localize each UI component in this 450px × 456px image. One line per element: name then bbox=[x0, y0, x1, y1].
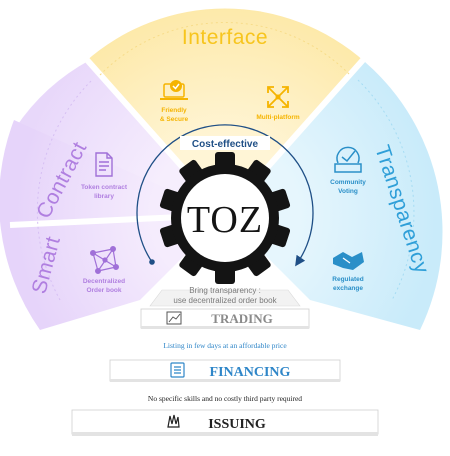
document-icon bbox=[95, 152, 113, 177]
toz-logo: TOZ bbox=[159, 152, 291, 284]
step-financing: Listing in few days at an affordable pri… bbox=[109, 329, 341, 382]
order-book-line2: Order book bbox=[86, 287, 121, 294]
outer-bands bbox=[36, 21, 415, 301]
ballot-box-icon bbox=[334, 146, 362, 173]
issuing-label: ISSUING bbox=[208, 417, 266, 432]
feature-community-voting: Community Voting bbox=[330, 146, 366, 195]
exchange-line2: exchange bbox=[333, 285, 363, 292]
multi-platform-label: Multi-platform bbox=[256, 114, 300, 121]
laptop-check-icon bbox=[160, 80, 188, 100]
order-book-line1: Decentralized bbox=[83, 278, 125, 285]
network-icon bbox=[89, 246, 119, 275]
hand-icon bbox=[167, 414, 180, 428]
sector-smart-contract bbox=[0, 60, 225, 330]
friendly-label: Friendly bbox=[161, 107, 187, 114]
arrows-expand-icon bbox=[267, 86, 289, 108]
step-trading: Bring transparency : use decentralized o… bbox=[140, 286, 310, 329]
feature-token-library: Token contract library bbox=[81, 152, 128, 200]
feature-regulated-exchange: Regulated exchange bbox=[332, 252, 364, 292]
token-library-line2: library bbox=[94, 193, 114, 200]
sector-transparency bbox=[225, 62, 443, 330]
handshake-icon bbox=[333, 252, 364, 270]
financing-caption: Listing in few days at an affordable pri… bbox=[163, 341, 287, 350]
feature-friendly-secure: Friendly & Secure bbox=[160, 80, 189, 123]
cost-effective-arrow: Cost-effective bbox=[136, 124, 314, 267]
trading-label: TRADING bbox=[211, 311, 272, 326]
regulated-line1: Regulated bbox=[332, 276, 363, 283]
voting-line2: Voting bbox=[338, 188, 358, 195]
secure-label: & Secure bbox=[160, 116, 189, 123]
cost-effective-label: Cost-effective bbox=[192, 139, 259, 150]
issuing-caption: No specific skills and no costly third p… bbox=[148, 394, 302, 403]
token-library-line1: Token contract bbox=[81, 184, 128, 191]
community-line1: Community bbox=[330, 179, 366, 186]
interface-title: Interface bbox=[182, 26, 268, 49]
chart-icon bbox=[166, 311, 182, 325]
toz-logo-text: TOZ bbox=[187, 199, 263, 241]
step-issuing: No specific skills and no costly third p… bbox=[71, 382, 379, 436]
sector-interface bbox=[85, 8, 365, 216]
checklist-icon bbox=[170, 362, 185, 378]
feature-decentralized-order-book: Decentralized Order book bbox=[83, 246, 125, 294]
feature-multi-platform: Multi-platform bbox=[256, 86, 300, 121]
financing-label: FINANCING bbox=[210, 365, 291, 380]
trading-caption-line1: Bring transparency : bbox=[189, 286, 261, 295]
trading-caption-line2: use decentralized order book bbox=[173, 296, 277, 305]
